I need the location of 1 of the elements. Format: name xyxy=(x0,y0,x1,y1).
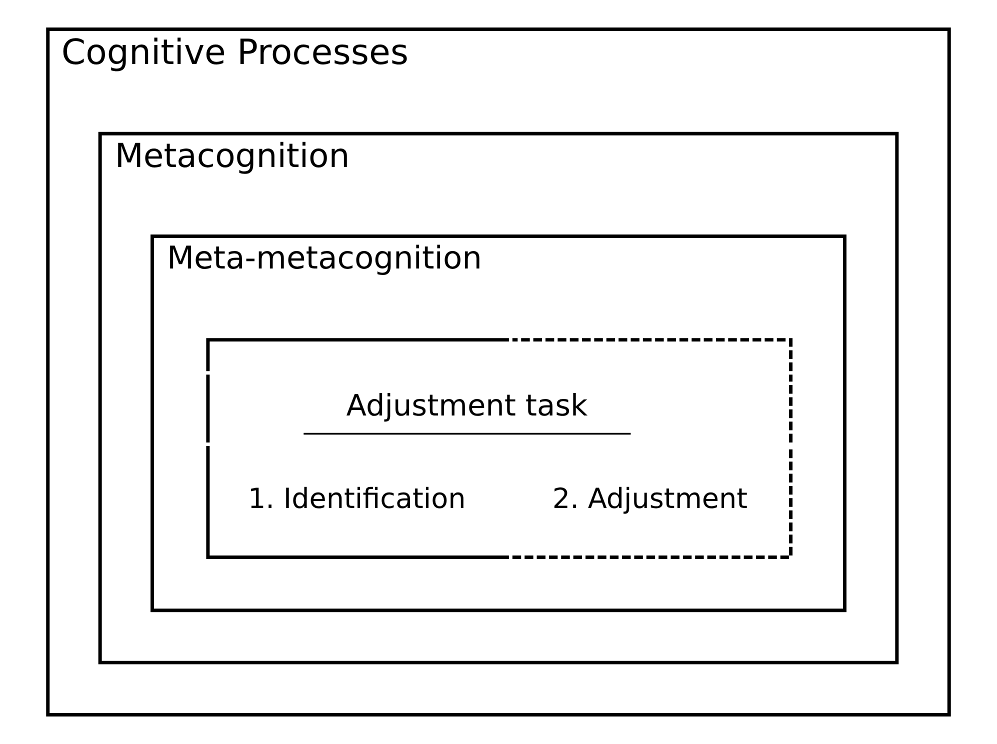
node-text: Adjustment task 1. Identification 2. Adjustment xyxy=(248,388,748,516)
